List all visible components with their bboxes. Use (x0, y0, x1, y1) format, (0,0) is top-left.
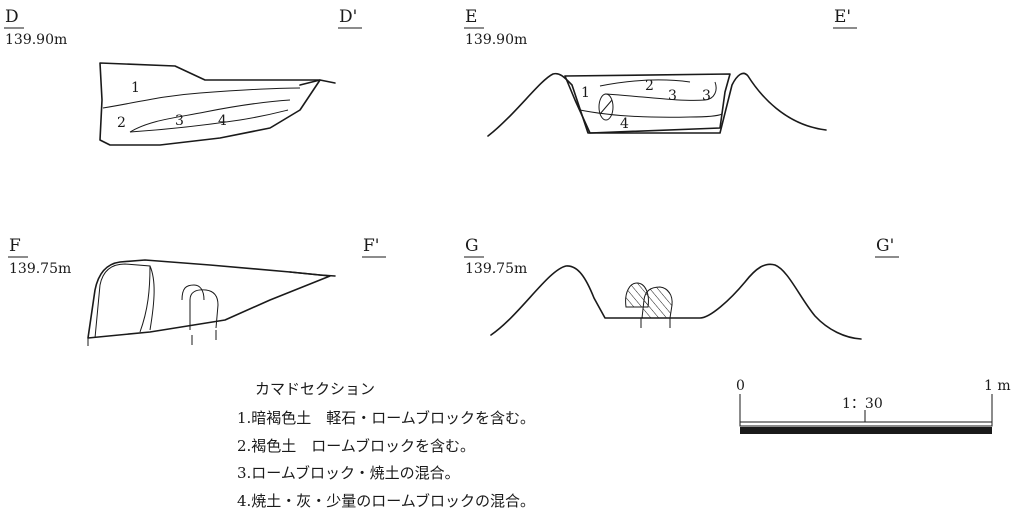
section-e-layer-number: 3 (668, 88, 677, 104)
section-f-start-label: F (9, 236, 21, 256)
section-d-layer-number: 1 (131, 80, 140, 96)
section-e-layer-number: 4 (620, 116, 629, 132)
section-g-elevation: 139.75m (465, 261, 527, 277)
legend-item: 2.褐色土 ロームブロックを含む。 (237, 437, 475, 455)
scale-bar-lower (740, 427, 992, 434)
section-d-start-label: D (5, 7, 19, 27)
section-d-elevation: 139.90m (5, 32, 67, 48)
section-e-start-label: E (465, 7, 477, 27)
section-g-end-label: G' (876, 236, 894, 256)
section-d-layer-boundary (102, 87, 301, 109)
section-e: E 139.90m E' 1 2 3 3 4 (464, 7, 857, 137)
section-g-hatched-block (641, 286, 673, 319)
section-f-elevation: 139.75m (9, 261, 71, 277)
section-e-layer-boundary (599, 79, 691, 87)
section-d-end-label: D' (339, 7, 357, 27)
legend-item: 1.暗褐色土 軽石・ロームブロックを含む。 (237, 409, 535, 427)
section-g: G 139.75m G' (464, 236, 899, 340)
section-e-ground-line (487, 72, 827, 137)
legend-item: 4.焼土・灰・少量のロームブロックの混合。 (237, 492, 535, 510)
section-d-layer-number: 4 (218, 113, 227, 129)
section-d-layer-boundary (129, 99, 291, 133)
section-g-ground-line (490, 263, 862, 340)
section-d-ground-line (299, 79, 336, 86)
section-f-block (181, 284, 205, 301)
section-f-block (94, 263, 151, 339)
scale-bar-zero-label: 0 (736, 378, 745, 394)
section-e-layer-boundary (604, 81, 717, 101)
section-e-lens (598, 93, 614, 121)
scale-bar-upper (739, 421, 993, 427)
scale-bar-ratio: 1：30 (842, 396, 883, 412)
section-e-end-label: E' (834, 7, 851, 27)
section-f-block (189, 289, 219, 330)
section-f-block (149, 265, 155, 331)
section-e-layer-boundary (579, 109, 723, 118)
section-f: F 139.75m F' (8, 236, 386, 346)
scale-bar: 0 1 m 1：30 (736, 378, 1011, 434)
section-d-outline (99, 62, 321, 146)
section-d-layer-number: 2 (117, 115, 126, 131)
section-e-elevation: 139.90m (465, 32, 527, 48)
legend: カマドセクション 1.暗褐色土 軽石・ロームブロックを含む。 2.褐色土 ローム… (237, 380, 535, 510)
section-d-layer-number: 3 (175, 113, 184, 129)
section-e-layer-number: 1 (581, 85, 590, 101)
section-d: D 139.90m D' 1 2 3 4 (4, 7, 362, 146)
section-e-lens-hatch (599, 99, 613, 115)
section-e-layer-number: 3 (702, 88, 711, 104)
scale-bar-end-label: 1 m (984, 378, 1011, 394)
legend-title: カマドセクション (255, 380, 375, 398)
section-f-outline (87, 259, 331, 339)
section-f-end-label: F' (363, 236, 379, 256)
section-g-start-label: G (465, 236, 479, 256)
section-f-ground-line (289, 271, 336, 277)
section-d-layer-boundary (129, 109, 289, 133)
legend-item: 3.ロームブロック・焼土の混合。 (237, 464, 460, 482)
section-e-pit-outline (564, 73, 731, 134)
section-e-layer-number: 2 (645, 78, 654, 94)
